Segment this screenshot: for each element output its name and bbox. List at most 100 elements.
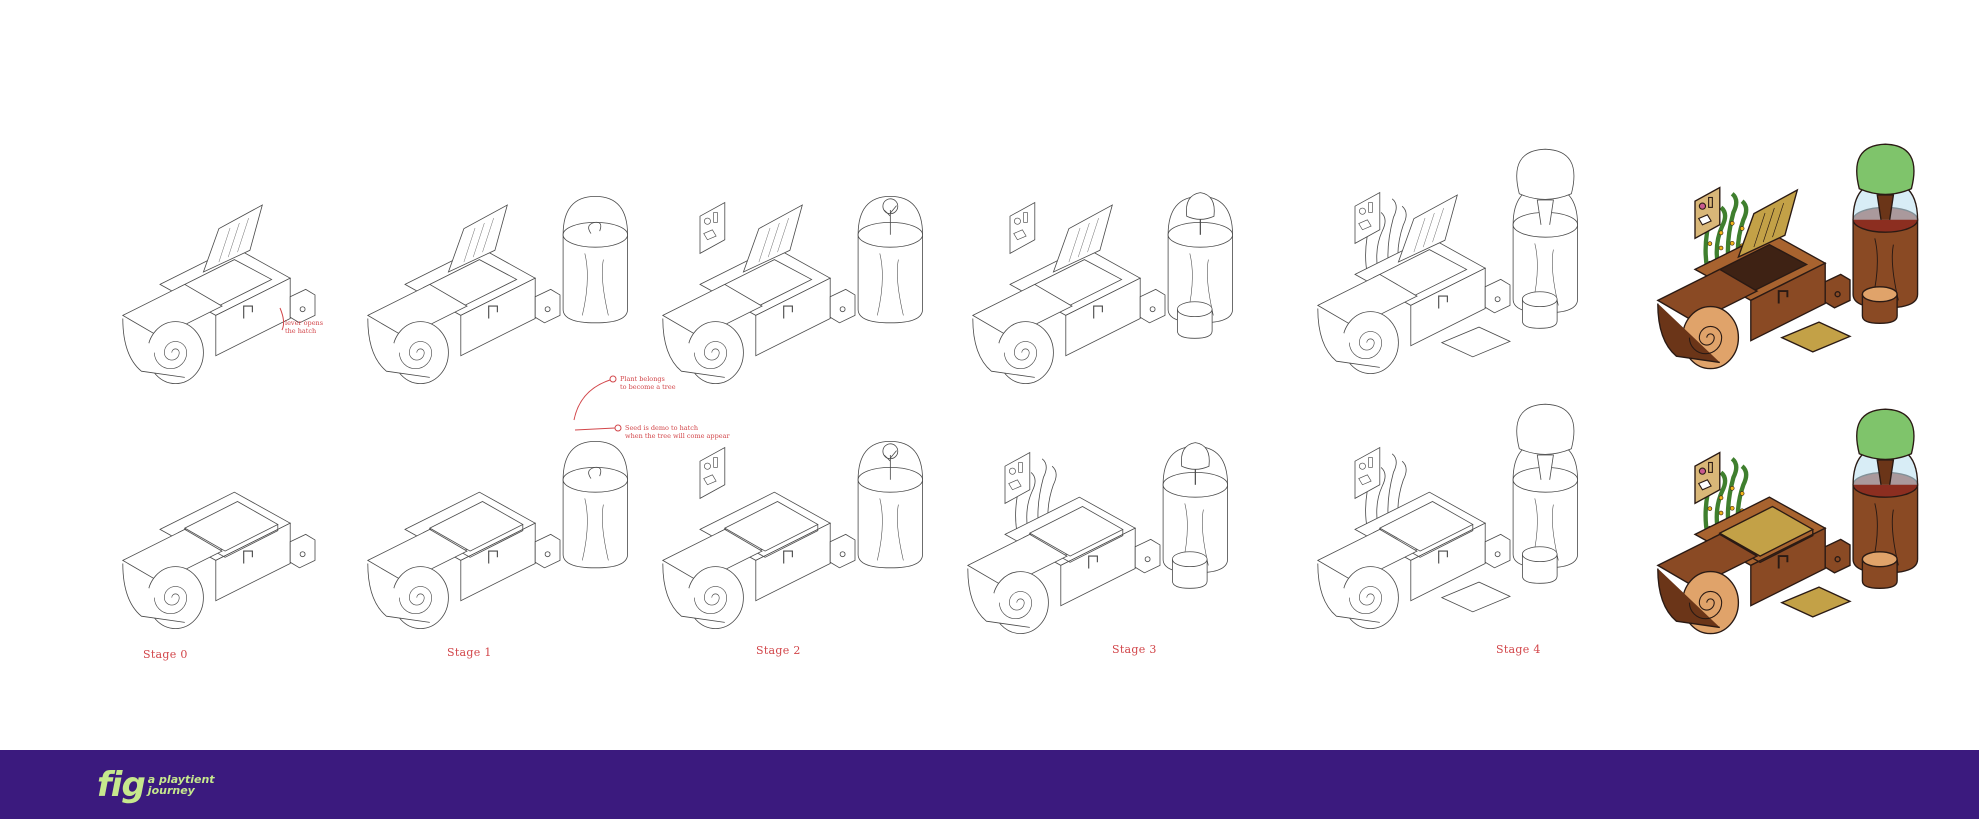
plant-annotation-marker <box>609 375 617 383</box>
stage-4-label: Stage 4 <box>1496 643 1541 656</box>
tree-trunk <box>1536 454 1554 480</box>
lock-box <box>1484 533 1511 569</box>
floor-mat <box>1440 581 1512 613</box>
box-front <box>1060 527 1136 607</box>
log-top <box>1656 268 1759 323</box>
log-top <box>971 283 1073 338</box>
station-stage-0-bottom <box>121 491 316 630</box>
tree-canopy <box>1516 148 1575 200</box>
lever <box>783 305 793 319</box>
tree-canopy <box>1180 442 1210 470</box>
log-top <box>1316 528 1418 583</box>
plant-stalk-1 <box>1376 467 1386 530</box>
stage-1-label: Stage 1 <box>447 646 492 659</box>
log-spiral <box>999 591 1032 620</box>
stage-3-label: Stage 3 <box>1112 643 1157 656</box>
log-top <box>661 528 763 583</box>
lock-box <box>829 288 856 324</box>
lever <box>1777 290 1789 304</box>
stump <box>857 234 923 324</box>
plant-stalk-1 <box>1714 470 1728 535</box>
station-final-top <box>1656 143 1919 370</box>
box-front <box>1065 277 1141 357</box>
box-front <box>1750 262 1826 342</box>
plant-stalk-1 <box>1026 472 1036 535</box>
stump <box>562 234 628 324</box>
station-stage-2-bottom <box>661 440 923 630</box>
footer-bar: fig a playtient journey <box>0 750 1979 819</box>
station-stage-2-top <box>661 195 923 385</box>
log-top <box>661 283 763 338</box>
tool-board <box>1694 186 1721 240</box>
lock-box <box>534 533 561 569</box>
small-stump <box>1861 294 1898 325</box>
log-top <box>366 283 468 338</box>
tree-canopy <box>1856 143 1915 196</box>
fig-logo[interactable]: fig a playtient journey <box>97 764 215 806</box>
station-stage-3-top <box>971 192 1233 385</box>
lever <box>1438 550 1448 564</box>
box-front <box>460 522 536 602</box>
log-spiral <box>1688 590 1723 620</box>
tree-trunk <box>1536 199 1554 225</box>
station-stage-3-bottom <box>966 442 1228 635</box>
seed-annotation-marker <box>614 424 622 432</box>
log-spiral <box>1349 586 1382 615</box>
log-spiral <box>694 341 727 370</box>
concept-art-sheet: Stage 0 Stage 1 Stage 2 Stage 3 Stage 4 … <box>121 143 1919 661</box>
tool-board <box>1694 451 1721 505</box>
log-spiral <box>1004 341 1037 370</box>
glass-dome <box>857 195 923 235</box>
station-stage-1-bottom <box>366 440 628 630</box>
box-front <box>755 277 831 357</box>
soil <box>562 221 628 248</box>
lever-annotation-line <box>279 307 285 331</box>
stump <box>562 479 628 569</box>
tool-board <box>1354 191 1381 245</box>
lever <box>783 550 793 564</box>
log-top <box>966 533 1068 588</box>
sprout <box>588 221 602 234</box>
glass-dome <box>857 440 923 480</box>
log-spiral <box>694 586 727 615</box>
lock-box <box>289 288 316 324</box>
stage-2-label: Stage 2 <box>756 644 801 657</box>
seed-annotation: Seed is demo to hatch when the tree will… <box>625 424 730 440</box>
lock-box <box>534 288 561 324</box>
lock-box <box>829 533 856 569</box>
small-stump <box>1521 299 1558 329</box>
floor-mat <box>1780 321 1852 353</box>
log-top <box>121 528 223 583</box>
log-spiral <box>399 341 432 370</box>
lock-box <box>1134 538 1161 574</box>
tree-canopy <box>1185 192 1215 220</box>
floor-mat <box>1780 586 1852 618</box>
box-front <box>1410 522 1486 602</box>
tool-board <box>1354 446 1381 500</box>
log-spiral <box>154 586 187 615</box>
lever <box>243 550 253 564</box>
log-top <box>366 528 468 583</box>
log-spiral <box>399 586 432 615</box>
stump <box>857 479 923 569</box>
lever <box>1777 555 1789 569</box>
logo-tagline: a playtient journey <box>147 773 215 797</box>
lock-box <box>1484 278 1511 314</box>
small-stump <box>1861 559 1898 590</box>
sketch-artwork <box>121 143 1919 635</box>
small-stump <box>1521 554 1558 584</box>
lever <box>1093 305 1103 319</box>
lever <box>1438 295 1448 309</box>
lock-box <box>289 533 316 569</box>
stage-0-label: Stage 0 <box>143 648 188 661</box>
station-stage-4-bottom <box>1316 403 1578 630</box>
box-front <box>215 277 291 357</box>
log-top <box>1656 533 1759 588</box>
small-stump <box>1176 309 1213 339</box>
lever <box>243 305 253 319</box>
glass-dome <box>562 195 628 235</box>
tree-canopy <box>1856 408 1915 461</box>
box-front <box>1410 267 1486 347</box>
lever <box>1088 555 1098 569</box>
plant-stalk-1 <box>1714 205 1728 270</box>
